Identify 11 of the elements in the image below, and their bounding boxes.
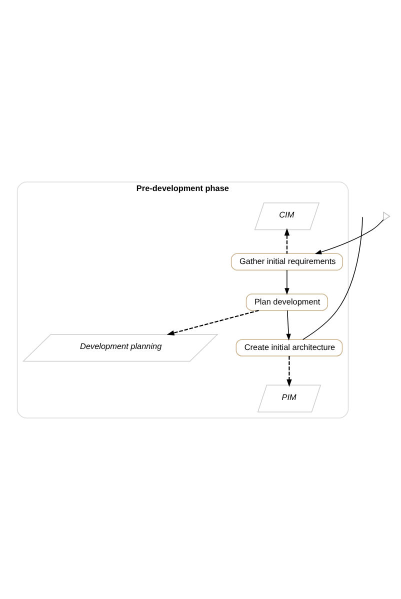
connector bbox=[302, 216, 363, 340]
arrow bbox=[286, 356, 292, 386]
arrow bbox=[286, 310, 291, 340]
node-triangle bbox=[383, 211, 390, 221]
arrow bbox=[314, 218, 384, 254]
node-box: Plan development bbox=[246, 293, 328, 310]
node-box: Create initial architecture bbox=[236, 338, 343, 356]
arrow bbox=[166, 309, 259, 335]
arrow bbox=[284, 269, 290, 294]
arrow bbox=[284, 228, 290, 254]
node-box: Gather initial requirements bbox=[230, 252, 343, 270]
